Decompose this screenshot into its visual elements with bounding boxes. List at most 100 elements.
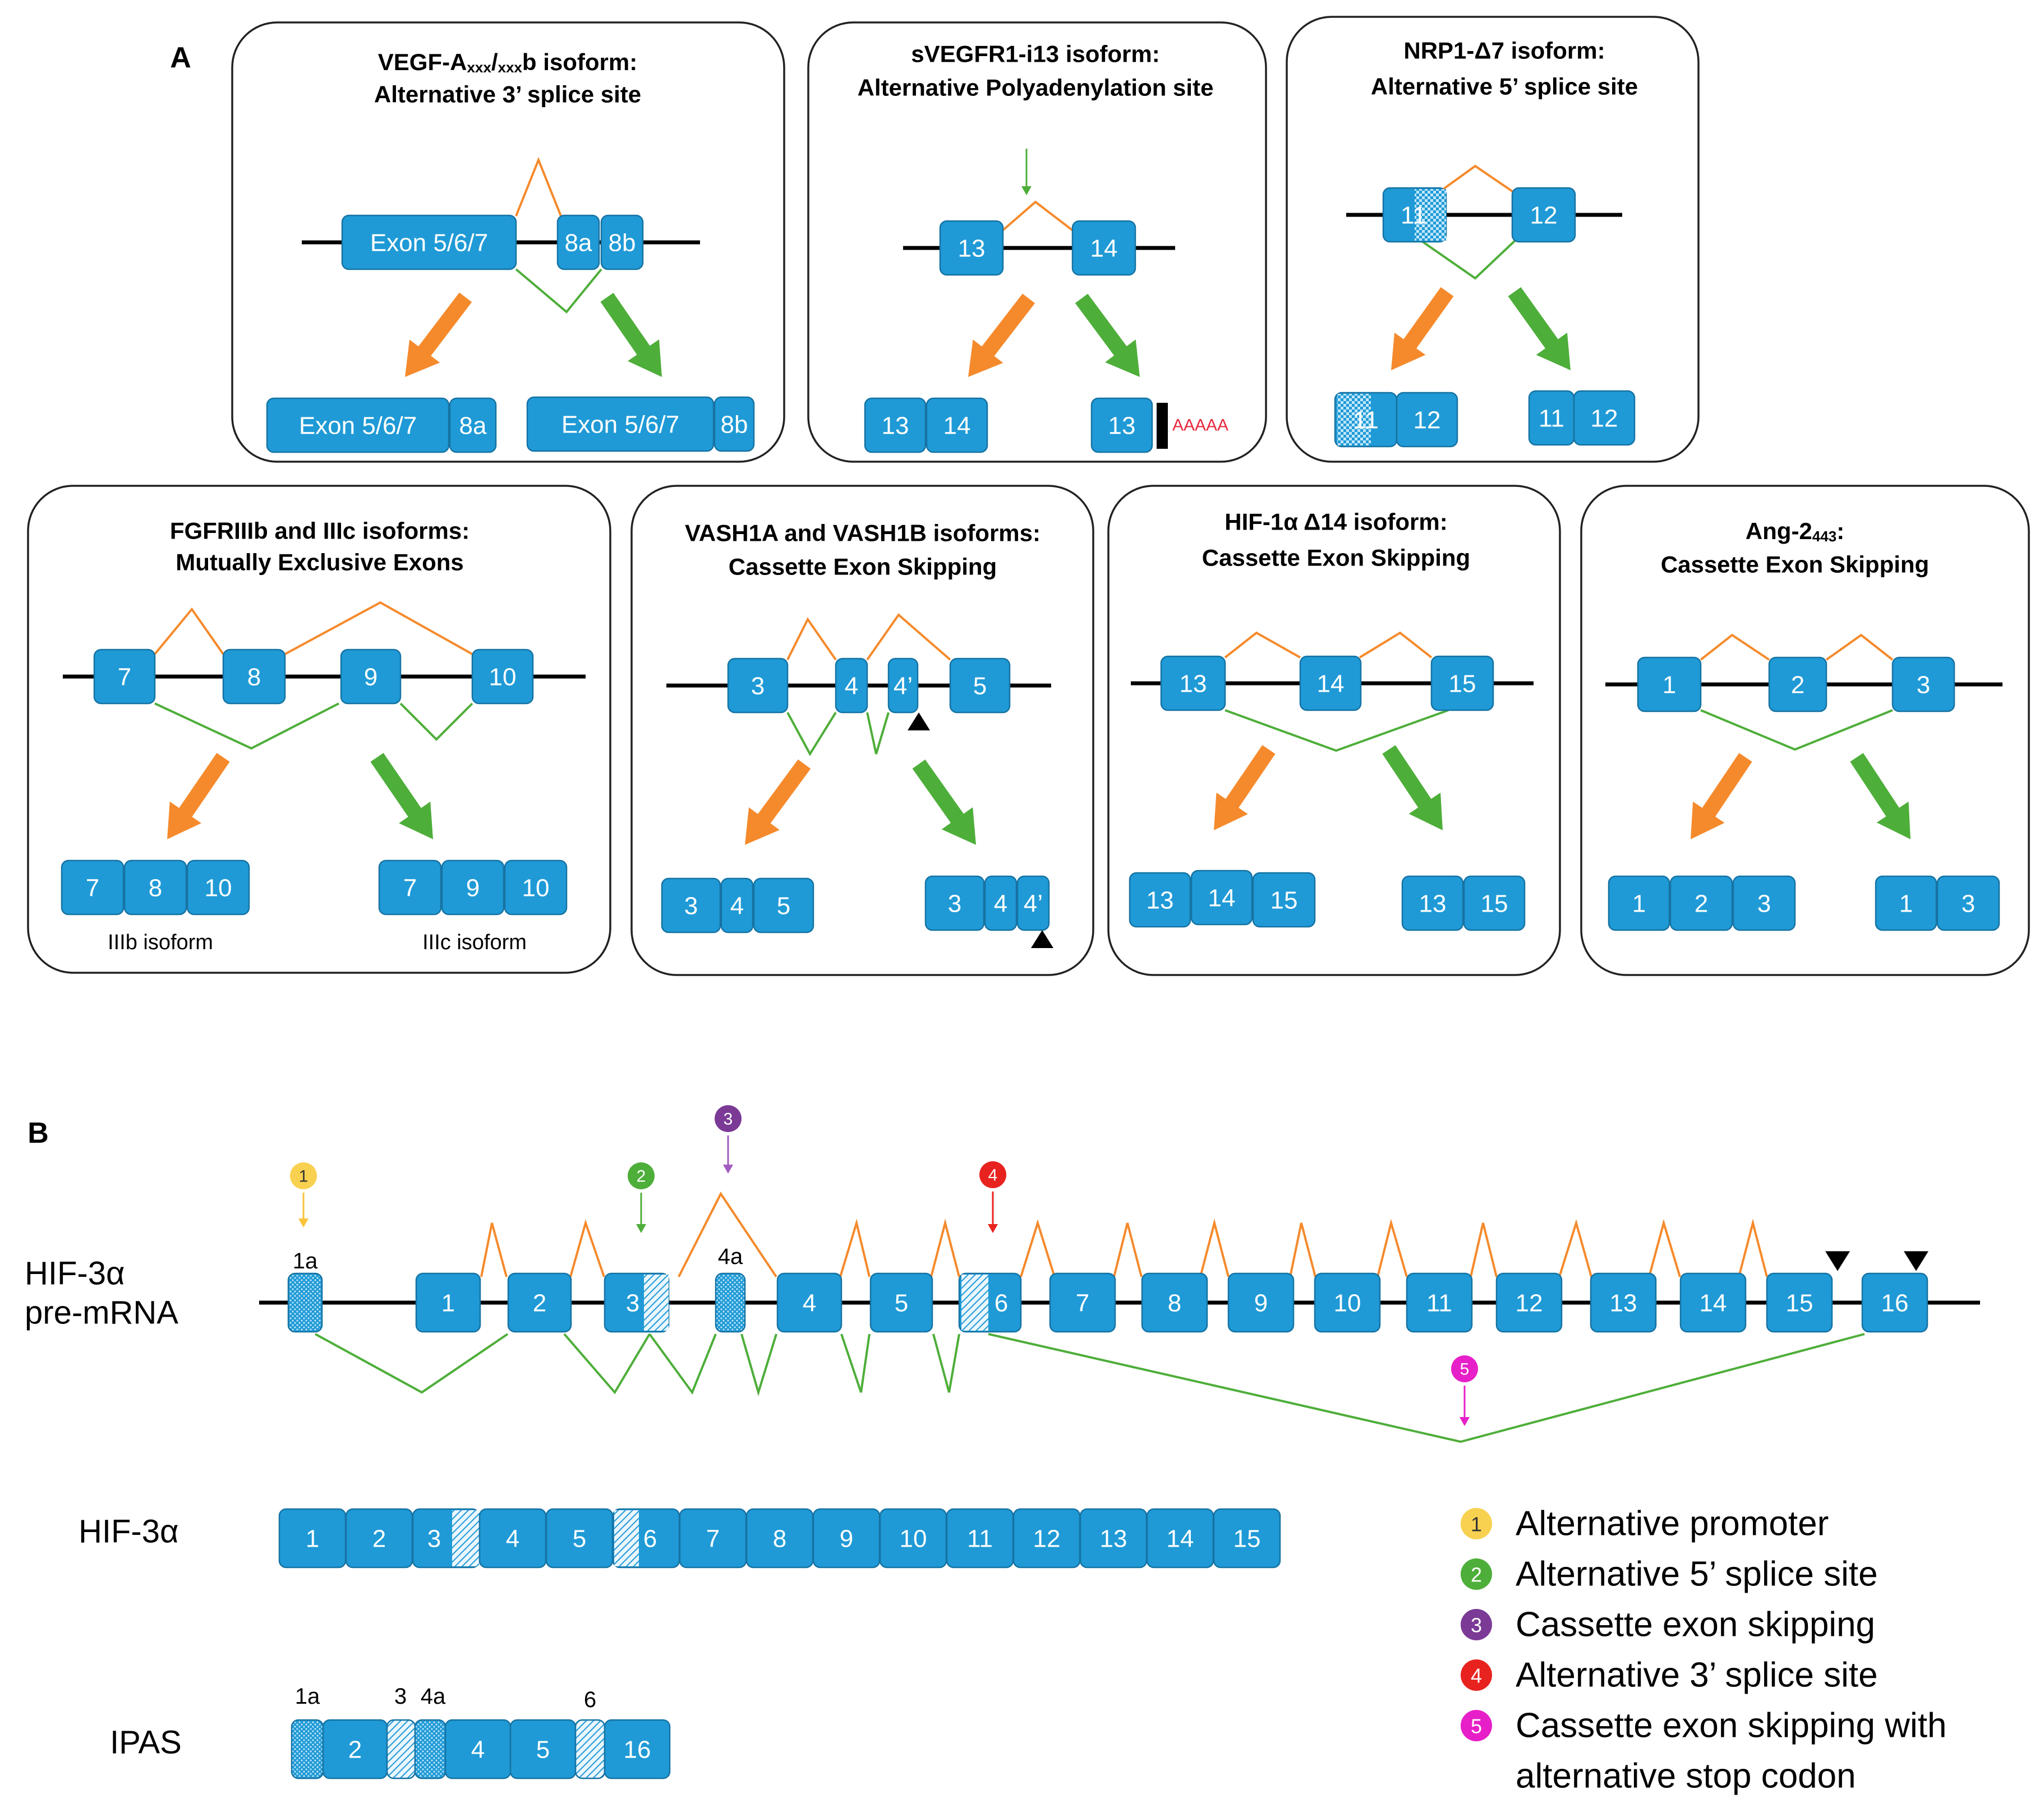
exon-box [1090, 397, 1153, 453]
exon-14: 14 [1071, 220, 1136, 276]
exon-box [61, 859, 125, 916]
hif3a-exon-10: 10 [879, 1508, 947, 1569]
exon-box [949, 657, 1011, 714]
green-splice-path [515, 268, 602, 314]
product-exon-10: 10 [504, 859, 568, 916]
exon-label: 9 [364, 664, 378, 691]
exon-label: 13 [1108, 412, 1136, 440]
marker-circle [628, 1162, 655, 1189]
premrna-exon-10: 10 [1314, 1272, 1381, 1333]
exon-label: 14 [1167, 1525, 1194, 1553]
exon-box [1406, 1272, 1473, 1333]
marker-number: 3 [724, 1110, 733, 1129]
exon-box [869, 1272, 933, 1333]
exon-box [1495, 1272, 1563, 1333]
exon-label: 10 [522, 875, 550, 902]
orange-arrow [1214, 745, 1276, 830]
exon-label: 2 [1695, 890, 1708, 918]
iiib-isoform-label: IIIb isoform [108, 931, 213, 954]
exon-box [1430, 655, 1494, 711]
product-exon-15: 15 [1252, 872, 1316, 928]
orange-arrow [1691, 753, 1752, 839]
hif3a-exon-9: 9 [812, 1508, 881, 1569]
marker-circle [715, 1105, 742, 1132]
exon-label: 3 [1917, 672, 1930, 699]
exon-label: 3 [626, 1290, 639, 1317]
exon-label: 3 [1962, 890, 1975, 918]
green-splice-path [154, 702, 339, 750]
exon-8a: 8a [556, 214, 600, 270]
exon-7: 7 [93, 649, 156, 705]
exon-label: Exon 5/6/7 [370, 229, 488, 257]
iiic-isoform-label: IIIc isoform [422, 931, 527, 954]
exon-13: 13 [939, 220, 1004, 276]
exon-label: 2 [1791, 672, 1804, 699]
arrow-head [1021, 186, 1032, 195]
exon-box [291, 1719, 324, 1779]
exon-label: 11 [1353, 407, 1379, 434]
hif3a-exon-4: 4 [478, 1508, 547, 1569]
exon-label: 2 [533, 1290, 546, 1317]
product-exon-5-6-7: Exon 5/6/7 [526, 396, 715, 452]
exon-5-6-7: Exon 5/6/7 [341, 214, 517, 270]
exon-label: 7 [706, 1525, 720, 1553]
hif3a-exon-11: 11 [946, 1508, 1014, 1569]
panel-svegfr1-title-line1: sVEGFR1-i13 isoform: [911, 41, 1159, 67]
premrna-exon-5: 5 [869, 1272, 933, 1333]
exon-label: 15 [1270, 887, 1298, 914]
arrow-head [636, 1224, 646, 1233]
exon-patterned-region [644, 1275, 669, 1331]
product-exon-5-6-7: Exon 5/6/7 [266, 397, 450, 453]
product-exon-13: 13 [1129, 872, 1191, 928]
exon-box [504, 859, 568, 916]
event-marker-3: 3 [715, 1105, 742, 1174]
exon-box [939, 220, 1004, 276]
exon-4a-label: 4a [718, 1244, 743, 1269]
hif3a-exon-1: 1 [278, 1508, 347, 1569]
exon-label: 13 [958, 235, 986, 263]
exon-box [600, 214, 644, 270]
title-part: : [1836, 518, 1844, 544]
exon-box [526, 396, 715, 452]
hif3a-exon-5: 5 [545, 1508, 614, 1569]
legend-text-line2: alternative stop codon [1516, 1757, 1856, 1796]
exon-box [449, 397, 497, 453]
premrna-exon-7: 7 [1049, 1272, 1116, 1333]
product-exon-2: 2 [1669, 875, 1733, 931]
exon-box [1252, 872, 1316, 928]
orange-splice-path [1558, 1218, 1592, 1277]
green-splice-path [648, 1333, 717, 1395]
marker-arrow [988, 1192, 998, 1233]
exon-box [1891, 656, 1955, 712]
exon-label: 9 [840, 1525, 853, 1553]
exon-box [414, 1719, 446, 1779]
exon-label: 9 [1254, 1290, 1268, 1317]
exon-box [1227, 1272, 1295, 1333]
exon-label: 12 [1033, 1525, 1061, 1553]
product-exon-12: 12 [1573, 390, 1636, 446]
product-exon-13: 13 [864, 397, 927, 453]
orange-splice-path [1738, 1218, 1768, 1277]
legend-marker-number: 2 [1471, 1563, 1482, 1586]
hif3a-exon-15: 15 [1213, 1508, 1281, 1569]
marker-arrow [636, 1193, 646, 1233]
hif3a-exon-7: 7 [679, 1508, 747, 1569]
marker-circle [1451, 1355, 1478, 1382]
product-exon-13: 13 [1401, 875, 1464, 931]
exon-label: 11 [967, 1525, 993, 1553]
exon-box [340, 649, 402, 705]
product-exon-13: 13 [1090, 397, 1153, 453]
exon-box [123, 859, 187, 916]
exon-box [1071, 220, 1136, 276]
product-exon-1: 1 [1875, 875, 1937, 931]
product-exon-4: 4 [720, 877, 754, 933]
premrna-label-line2: pre-mRNA [25, 1295, 178, 1331]
exon-8: 8 [222, 649, 286, 705]
premrna-exon-9: 9 [1227, 1272, 1295, 1333]
ipas-exon-4a [414, 1719, 446, 1779]
hif3a-label: HIF-3α [79, 1514, 179, 1550]
orange-splice-path [154, 607, 224, 655]
panel-nrp1: NRP1-Δ7 isoform:Alternative 5’ splice si… [1286, 16, 1700, 463]
